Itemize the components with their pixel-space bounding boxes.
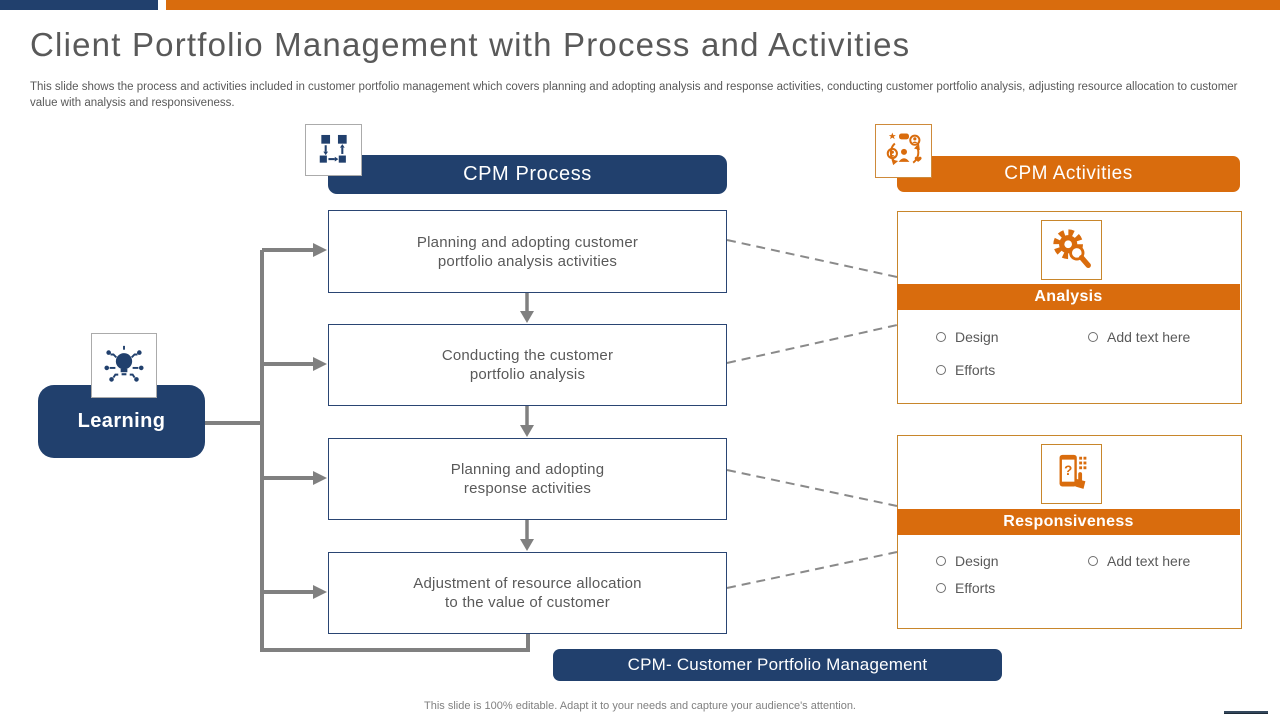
process-step-2: Conducting the customer portfolio analys… bbox=[328, 324, 727, 406]
process-step-1: Planning and adopting customer portfolio… bbox=[328, 210, 727, 293]
responsiveness-bullet-efforts-label: Efforts bbox=[955, 580, 996, 596]
learning-label: Learning bbox=[77, 410, 166, 432]
learning-icon-box bbox=[91, 333, 157, 398]
branch-arrowheads bbox=[313, 243, 327, 599]
page-title: Client Portfolio Management with Process… bbox=[30, 26, 911, 63]
corner-logo-mark bbox=[1224, 711, 1268, 714]
analysis-bullet-efforts: Efforts bbox=[936, 362, 995, 378]
process-step-2-label: Conducting the customer portfolio analys… bbox=[441, 347, 614, 383]
activity-card-analysis: Analysis Design Efforts Add text here bbox=[897, 211, 1242, 404]
top-accent-bar-blue bbox=[0, 0, 158, 10]
analysis-bullet-design-label: Design bbox=[955, 329, 999, 345]
analysis-bullet-design: Design bbox=[936, 329, 999, 345]
responsiveness-title: Responsiveness bbox=[1003, 513, 1134, 530]
analysis-title: Analysis bbox=[1034, 288, 1103, 305]
slide-description: This slide shows the process and activit… bbox=[30, 81, 1238, 109]
customer-network-icon bbox=[886, 132, 922, 166]
analysis-bullet-efforts-label: Efforts bbox=[955, 362, 996, 378]
responsiveness-bullet-add-text-label: Add text here bbox=[1107, 553, 1191, 569]
cpm-activities-header: CPM Activities bbox=[897, 156, 1240, 192]
gear-magnifier-icon bbox=[1052, 229, 1091, 268]
cpm-abbreviation-bar: CPM- Customer Portfolio Management bbox=[553, 649, 1002, 681]
circle-bullet-icon bbox=[936, 583, 946, 593]
cpm-process-header: CPM Process bbox=[328, 155, 727, 194]
responsiveness-title-band: Responsiveness bbox=[897, 509, 1240, 535]
process-activity-dashed-links bbox=[726, 239, 898, 589]
activity-card-responsiveness: ? Responsiveness Design E bbox=[897, 435, 1242, 629]
responsiveness-bullet-design: Design bbox=[936, 553, 999, 569]
analysis-bullet-add-text: Add text here bbox=[1088, 329, 1190, 345]
circle-bullet-icon bbox=[936, 332, 946, 342]
circle-bullet-icon bbox=[1088, 556, 1098, 566]
responsiveness-bullet-efforts: Efforts bbox=[936, 580, 995, 596]
lightbulb-idea-icon bbox=[104, 345, 144, 382]
circle-bullet-icon bbox=[936, 556, 946, 566]
cpm-abbreviation-label: CPM- Customer Portfolio Management bbox=[627, 655, 928, 674]
process-step-3: Planning and adopting response activitie… bbox=[328, 438, 727, 520]
process-step-3-label: Planning and adopting response activitie… bbox=[450, 461, 605, 497]
responsiveness-bullet-design-label: Design bbox=[955, 553, 999, 569]
analysis-bullet-add-text-label: Add text here bbox=[1107, 329, 1191, 345]
circle-bullet-icon bbox=[1088, 332, 1098, 342]
responsiveness-icon-box: ? bbox=[1041, 444, 1102, 504]
process-step-4: Adjustment of resource allocation to the… bbox=[328, 552, 727, 634]
top-accent-bar-orange bbox=[166, 0, 1280, 10]
process-step-4-label: Adjustment of resource allocation to the… bbox=[413, 575, 642, 611]
responsiveness-bullet-add-text: Add text here bbox=[1088, 553, 1190, 569]
phone-support-icon: ? bbox=[1059, 454, 1086, 489]
cpm-activities-header-label: CPM Activities bbox=[1004, 163, 1133, 184]
circle-bullet-icon bbox=[936, 365, 946, 375]
flowchart-icon bbox=[319, 134, 347, 163]
analysis-icon-box bbox=[1041, 220, 1102, 280]
activities-icon-box bbox=[875, 124, 932, 178]
svg-text:?: ? bbox=[1064, 463, 1072, 478]
footer-note: This slide is 100% editable. Adapt it to… bbox=[424, 700, 856, 712]
process-step-1-label: Planning and adopting customer portfolio… bbox=[416, 233, 639, 270]
cpm-process-header-label: CPM Process bbox=[463, 163, 592, 185]
analysis-title-band: Analysis bbox=[897, 284, 1240, 310]
process-icon-box bbox=[305, 124, 362, 176]
